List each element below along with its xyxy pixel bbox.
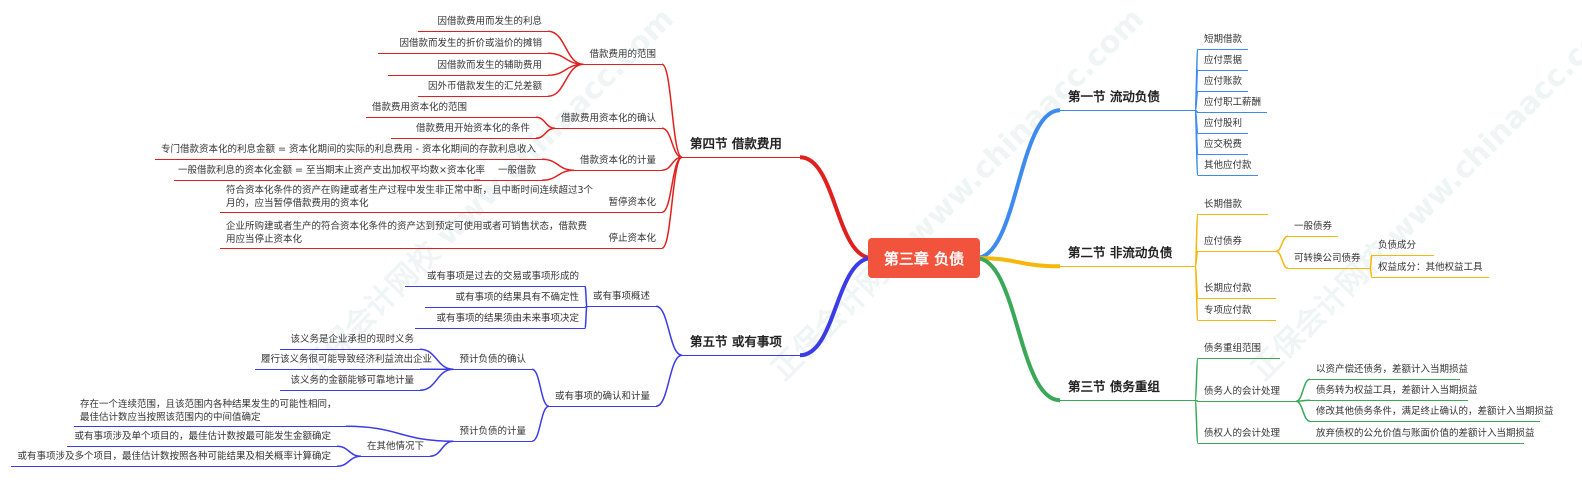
node[interactable]: 债权人的会计处理 xyxy=(1198,427,1296,444)
node[interactable]: 或有事项涉及多个项目，最佳估计数按照各种可能结果及相关概率计算确定 xyxy=(11,450,337,467)
connector-line xyxy=(975,256,1061,269)
node[interactable]: 一般借款利息的资本化金额 = 至当期末止资产支出加权平均数×资本化率 xyxy=(174,164,485,181)
node-label: 停止资本化 xyxy=(608,233,656,244)
node[interactable]: 借款资本化的计量 xyxy=(573,154,662,171)
node[interactable]: 应付账款 xyxy=(1198,75,1249,92)
node[interactable]: 专门借款资本化的利息金额 = 资本化期间的实际的利息费用 - 资本化期间的存款利… xyxy=(155,143,542,160)
node[interactable]: 权益成分：其他权益工具 xyxy=(1372,261,1489,278)
connector-line xyxy=(419,368,454,391)
node[interactable]: 一般债券 xyxy=(1288,220,1338,237)
connector-line xyxy=(661,63,683,158)
connector-line xyxy=(429,440,454,457)
connector-line xyxy=(661,156,683,213)
node[interactable]: 专项应付款 xyxy=(1198,304,1276,321)
node[interactable]: 长期借款 xyxy=(1198,198,1268,215)
node[interactable]: 短期借款 xyxy=(1198,33,1249,50)
node[interactable]: 因外币借款发生的汇兑差额 xyxy=(418,80,548,97)
section-2-node[interactable]: 第二节 非流动负债 xyxy=(1060,244,1195,267)
node[interactable]: 可转换公司债券 xyxy=(1288,252,1370,269)
node[interactable]: 应付职工薪酬 xyxy=(1198,96,1268,113)
node[interactable]: 应交税费 xyxy=(1198,138,1249,155)
connector-line xyxy=(1275,250,1289,269)
node[interactable]: 债务重组范围 xyxy=(1198,342,1280,359)
watermark: 正保会计网校 www.chinaacc.com xyxy=(1244,1,1582,388)
node[interactable]: 修改其他债务条件，满足终止确认的，差额计入当期损益 xyxy=(1310,405,1554,422)
node[interactable]: 借款费用开始资本化的条件 xyxy=(391,122,536,139)
node-label: 暂停资本化 xyxy=(608,197,656,208)
node[interactable]: 借款费用资本化的确认 xyxy=(554,112,662,129)
node[interactable]: 或有事项涉及单个项目的，最佳估计数按最可能发生金额确定 xyxy=(67,430,337,447)
node[interactable]: 履行该义务很可能导致经济利益流出企业 xyxy=(255,353,432,370)
node[interactable]: 或有事项的确认和计量 xyxy=(548,390,656,407)
connector-line xyxy=(661,127,683,158)
node[interactable]: 符合资本化条件的资产在购建或者生产过程中发生非正常中断，且中断时间连续超过3个月… xyxy=(220,184,662,213)
node[interactable]: 或有事项概述 xyxy=(586,290,656,307)
node[interactable]: 在其他情况下 xyxy=(360,440,430,457)
node[interactable]: 应付票据 xyxy=(1198,54,1249,71)
node[interactable]: 因借款费用而发生的利息 xyxy=(418,15,548,32)
connector-line xyxy=(531,368,550,407)
connector-line xyxy=(1275,235,1289,252)
connector-line xyxy=(1295,399,1311,402)
connector-line xyxy=(345,425,454,442)
node[interactable]: 或有事项的结果须由未来事项决定 xyxy=(415,312,585,329)
node[interactable]: 以资产偿还债务，差额计入当期损益 xyxy=(1310,363,1468,380)
node[interactable]: 因借款而发生的折价或溢价的摊销 xyxy=(378,37,548,54)
node[interactable]: 该义务是企业承担的现时义务 xyxy=(280,333,420,350)
node[interactable]: 放弃债权的公允价值与账面价值的差额计入当期损益 xyxy=(1296,427,1535,444)
node[interactable]: 企业所购建或者生产的符合资本化条件的资产达到预定可使用或者可销售状态，借款费用应… xyxy=(220,220,662,249)
node[interactable]: 预计负债的计量 xyxy=(453,425,532,442)
section-5-node[interactable]: 第五节 或有事项 xyxy=(682,333,800,356)
connector-line xyxy=(661,156,683,249)
node[interactable]: 该义务的金额能够可靠地计量 xyxy=(280,374,420,391)
section-1-node[interactable]: 第一节 流动负债 xyxy=(1060,88,1195,111)
node[interactable]: 债务人的会计处理 xyxy=(1198,385,1296,402)
node[interactable]: 借款费用的范围 xyxy=(583,48,662,65)
connector-line xyxy=(531,405,550,442)
node[interactable]: 或有事项的结果具有不确定性 xyxy=(425,291,585,308)
node[interactable]: 存在一个连续范围，且该范围内各种结果发生的可能性相同，最佳估计数应当按照该范围内… xyxy=(74,398,346,427)
node-text: 企业所购建或者生产的符合资本化条件的资产达到预定可使用或者可销售状态，借款费用应… xyxy=(226,221,588,245)
root-node[interactable]: 第三章 负债 xyxy=(868,238,980,278)
connector-line xyxy=(655,305,683,356)
node[interactable]: 长期应付款 xyxy=(1198,282,1276,299)
connector-line xyxy=(584,305,588,329)
watermark: 正保会计网校 www.chinaacc.com xyxy=(764,1,1151,388)
connector-line xyxy=(1194,250,1199,267)
connector-line xyxy=(547,30,584,65)
connector-line xyxy=(547,52,584,65)
connector-line xyxy=(1295,378,1311,402)
connector-line xyxy=(799,155,873,260)
connector-line xyxy=(336,445,362,457)
node[interactable]: 负债成分 xyxy=(1372,239,1434,256)
section-3-node[interactable]: 第三节 债务重组 xyxy=(1060,378,1195,401)
connector-line xyxy=(1295,400,1311,422)
connector-line xyxy=(975,256,1061,403)
node[interactable]: 借款费用资本化的范围 xyxy=(366,101,536,118)
node-text: 存在一个连续范围，且该范围内各种结果发生的可能性相同，最佳估计数应当按照该范围内… xyxy=(80,399,337,423)
node[interactable]: 应付债券 xyxy=(1198,235,1276,252)
node[interactable]: 或有事项是过去的交易或事项形成的 xyxy=(405,270,585,287)
node[interactable]: 债务转为权益工具，差额计入当期损益 xyxy=(1310,384,1478,401)
section-4-node[interactable]: 第四节 借款费用 xyxy=(682,135,800,158)
connector-line xyxy=(541,169,574,181)
node[interactable]: 因借款而发生的辅助费用 xyxy=(388,59,548,76)
connector-line xyxy=(336,455,362,467)
connector-line xyxy=(661,156,683,171)
node-text: 符合资本化条件的资产在购建或者生产过程中发生非正常中断，且中断时间连续超过3个月… xyxy=(226,185,594,209)
node[interactable]: 一般借款 xyxy=(480,164,542,181)
node[interactable]: 其他应付款 xyxy=(1198,159,1258,176)
node[interactable]: 预计负债的确认 xyxy=(453,353,532,370)
node[interactable]: 应付股利 xyxy=(1198,117,1249,134)
connector-line xyxy=(655,354,683,407)
